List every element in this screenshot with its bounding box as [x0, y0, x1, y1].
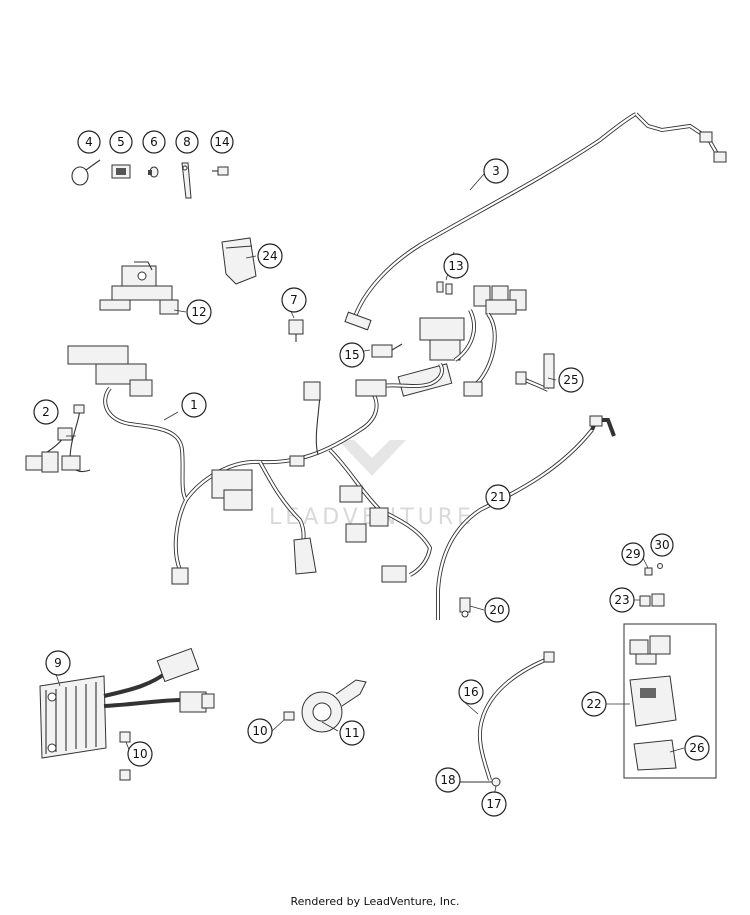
callout-2[interactable]: 2	[33, 399, 59, 425]
starter-relay-box	[623, 623, 717, 779]
nut-10-part-b	[119, 769, 131, 781]
svg-text:14: 14	[214, 135, 229, 149]
callout-15[interactable]: 15	[339, 342, 365, 368]
cable-3	[344, 112, 727, 331]
callout-11[interactable]: 11	[339, 720, 365, 746]
ground-cable-21-part	[436, 415, 616, 620]
nut-17-part	[491, 777, 501, 787]
callout-5[interactable]: 5	[109, 130, 133, 154]
svg-text:10: 10	[252, 724, 267, 738]
callout-8[interactable]: 8	[175, 130, 199, 154]
callout-16[interactable]: 16	[458, 679, 484, 705]
callout-10-b[interactable]: 10	[127, 741, 153, 767]
connector-7-part	[288, 319, 304, 342]
svg-text:21: 21	[490, 490, 505, 504]
bracket-assembly-part	[99, 261, 179, 315]
callout-13[interactable]: 13	[443, 253, 469, 279]
connector-25-part	[515, 353, 555, 392]
svg-text:16: 16	[463, 685, 478, 699]
callout-26[interactable]: 26	[684, 735, 710, 761]
svg-text:26: 26	[689, 741, 704, 755]
svg-text:23: 23	[614, 593, 629, 607]
svg-text:13: 13	[448, 259, 463, 273]
relay-cover-part	[221, 237, 257, 285]
callout-6[interactable]: 6	[142, 130, 166, 154]
fuse-holder-part	[111, 164, 131, 179]
main-harness-part	[67, 345, 444, 585]
cable-tie-part	[71, 159, 101, 186]
callout-25[interactable]: 25	[558, 367, 584, 393]
svg-text:11: 11	[344, 726, 359, 740]
svg-text:5: 5	[117, 135, 125, 149]
svg-text:2: 2	[42, 405, 50, 419]
callout-18[interactable]: 18	[435, 767, 461, 793]
svg-text:1: 1	[190, 398, 198, 412]
callout-23[interactable]: 23	[609, 587, 635, 613]
callout-20[interactable]: 20	[484, 597, 510, 623]
svg-text:6: 6	[150, 135, 158, 149]
svg-text:20: 20	[489, 603, 504, 617]
screw-29-part	[644, 567, 653, 576]
bolt-20-part	[459, 597, 471, 618]
strap-part	[181, 162, 192, 199]
svg-text:22: 22	[586, 697, 601, 711]
bulb-part	[148, 166, 159, 178]
callout-1[interactable]: 1	[181, 392, 207, 418]
callout-7[interactable]: 7	[281, 287, 307, 313]
callout-21[interactable]: 21	[485, 484, 511, 510]
callout-17[interactable]: 17	[481, 791, 507, 817]
svg-text:7: 7	[290, 293, 298, 307]
callout-10-a[interactable]: 10	[247, 718, 273, 744]
svg-text:4: 4	[85, 135, 93, 149]
svg-text:29: 29	[625, 547, 640, 561]
washer-30-part	[657, 563, 663, 569]
horn-part	[283, 679, 367, 733]
callout-22[interactable]: 22	[581, 691, 607, 717]
nut-10-part-a	[119, 731, 131, 743]
fuse-box-cluster	[397, 285, 527, 397]
svg-text:17: 17	[486, 797, 501, 811]
voltage-regulator-part	[39, 647, 215, 759]
svg-text:12: 12	[191, 305, 206, 319]
fuses-part	[436, 281, 453, 295]
connector-15-part	[371, 343, 403, 358]
battery-cable-16-part	[477, 651, 555, 781]
svg-text:30: 30	[654, 538, 669, 552]
callout-9[interactable]: 9	[45, 650, 71, 676]
callout-14[interactable]: 14	[210, 130, 234, 154]
callout-24[interactable]: 24	[257, 243, 283, 269]
terminal-part	[212, 166, 229, 176]
rubber-23-part	[639, 593, 665, 607]
svg-text:24: 24	[262, 249, 277, 263]
callout-30[interactable]: 30	[650, 533, 674, 557]
svg-text:9: 9	[54, 656, 62, 670]
callout-4[interactable]: 4	[77, 130, 101, 154]
connector-group-2-part	[25, 404, 91, 473]
svg-text:25: 25	[563, 373, 578, 387]
svg-text:15: 15	[344, 348, 359, 362]
callout-12[interactable]: 12	[186, 299, 212, 325]
footer-credit: Rendered by LeadVenture, Inc.	[290, 895, 460, 908]
callout-3[interactable]: 3	[483, 158, 509, 184]
callout-29[interactable]: 29	[621, 542, 645, 566]
svg-text:10: 10	[132, 747, 147, 761]
svg-text:18: 18	[440, 773, 455, 787]
svg-text:8: 8	[183, 135, 191, 149]
svg-text:3: 3	[492, 164, 500, 178]
